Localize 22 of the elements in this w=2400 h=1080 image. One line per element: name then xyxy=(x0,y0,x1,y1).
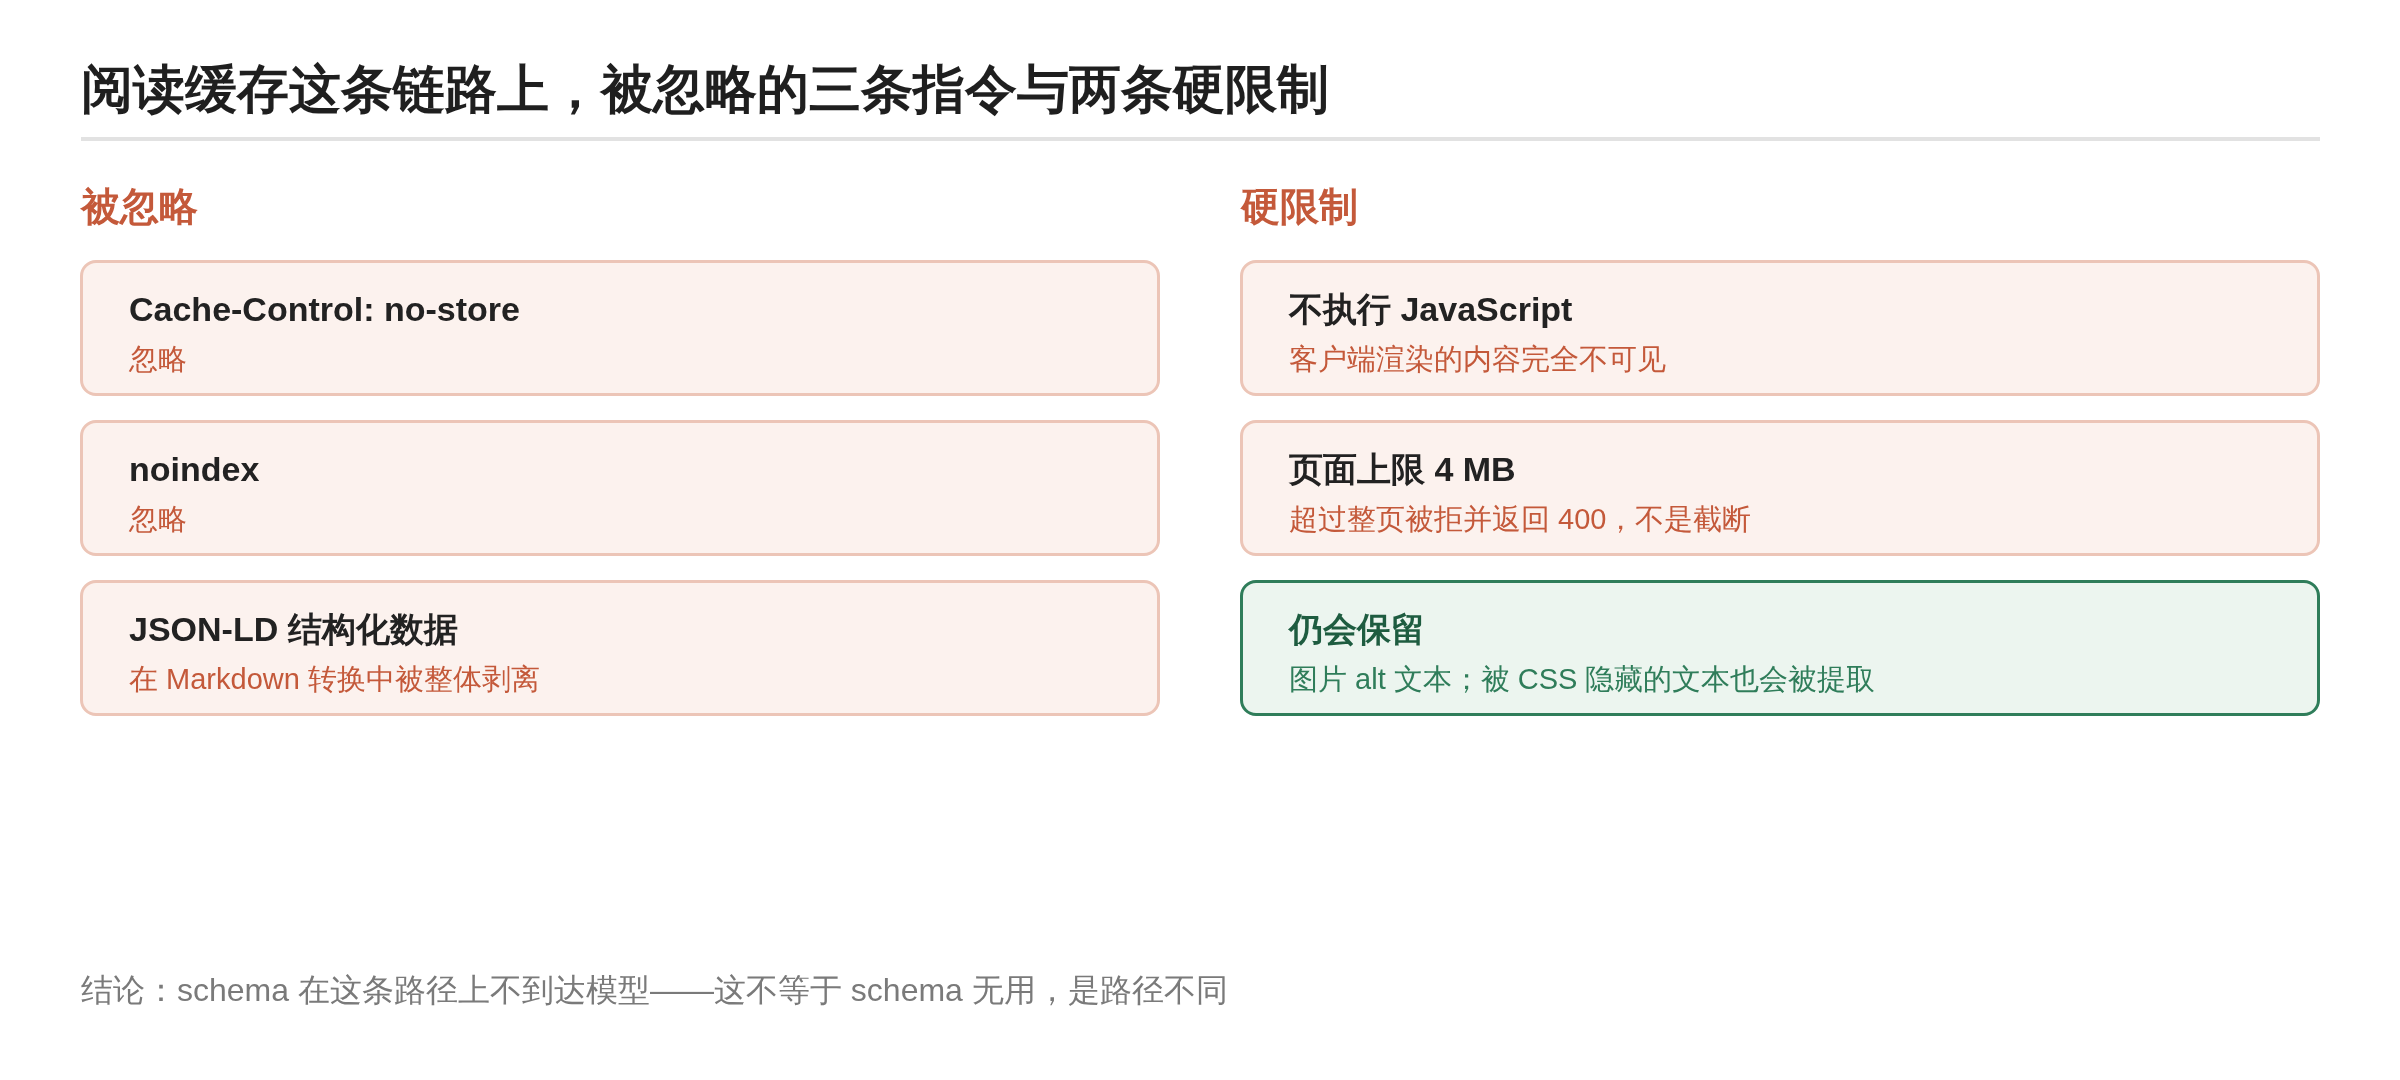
card-description: 忽略 xyxy=(129,501,187,537)
info-card xyxy=(1240,420,2320,556)
card-title: 页面上限 4 MB xyxy=(1289,448,1516,490)
card-description: 在 Markdown 转换中被整体剥离 xyxy=(129,661,540,697)
card-description: 忽略 xyxy=(129,341,187,377)
info-card xyxy=(1240,260,2320,396)
card-title: JSON-LD 结构化数据 xyxy=(129,608,458,650)
diagram-title: 阅读缓存这条链路上，被忽略的三条指令与两条硬限制 xyxy=(81,58,1329,120)
card-title: Cache-Control: no-store xyxy=(129,288,520,330)
card-title: noindex xyxy=(129,448,260,490)
info-card xyxy=(80,420,1160,556)
card-description: 超过整页被拒并返回 400，不是截断 xyxy=(1289,501,1752,537)
card-title: 仍会保留 xyxy=(1289,608,1425,650)
section-heading: 被忽略 xyxy=(81,183,198,230)
retained-card xyxy=(1240,580,2320,716)
info-card xyxy=(80,580,1160,716)
info-card xyxy=(80,260,1160,396)
section-heading: 硬限制 xyxy=(1241,183,1358,230)
caption-text: 结论：schema 在这条路径上不到达模型——这不等于 schema 无用，是路径不同 xyxy=(81,971,1228,1010)
card-title: 不执行 JavaScript xyxy=(1289,288,1573,330)
card-description: 图片 alt 文本；被 CSS 隐藏的文本也会被提取 xyxy=(1289,661,1876,697)
card-description: 客户端渲染的内容完全不可见 xyxy=(1289,341,1666,377)
